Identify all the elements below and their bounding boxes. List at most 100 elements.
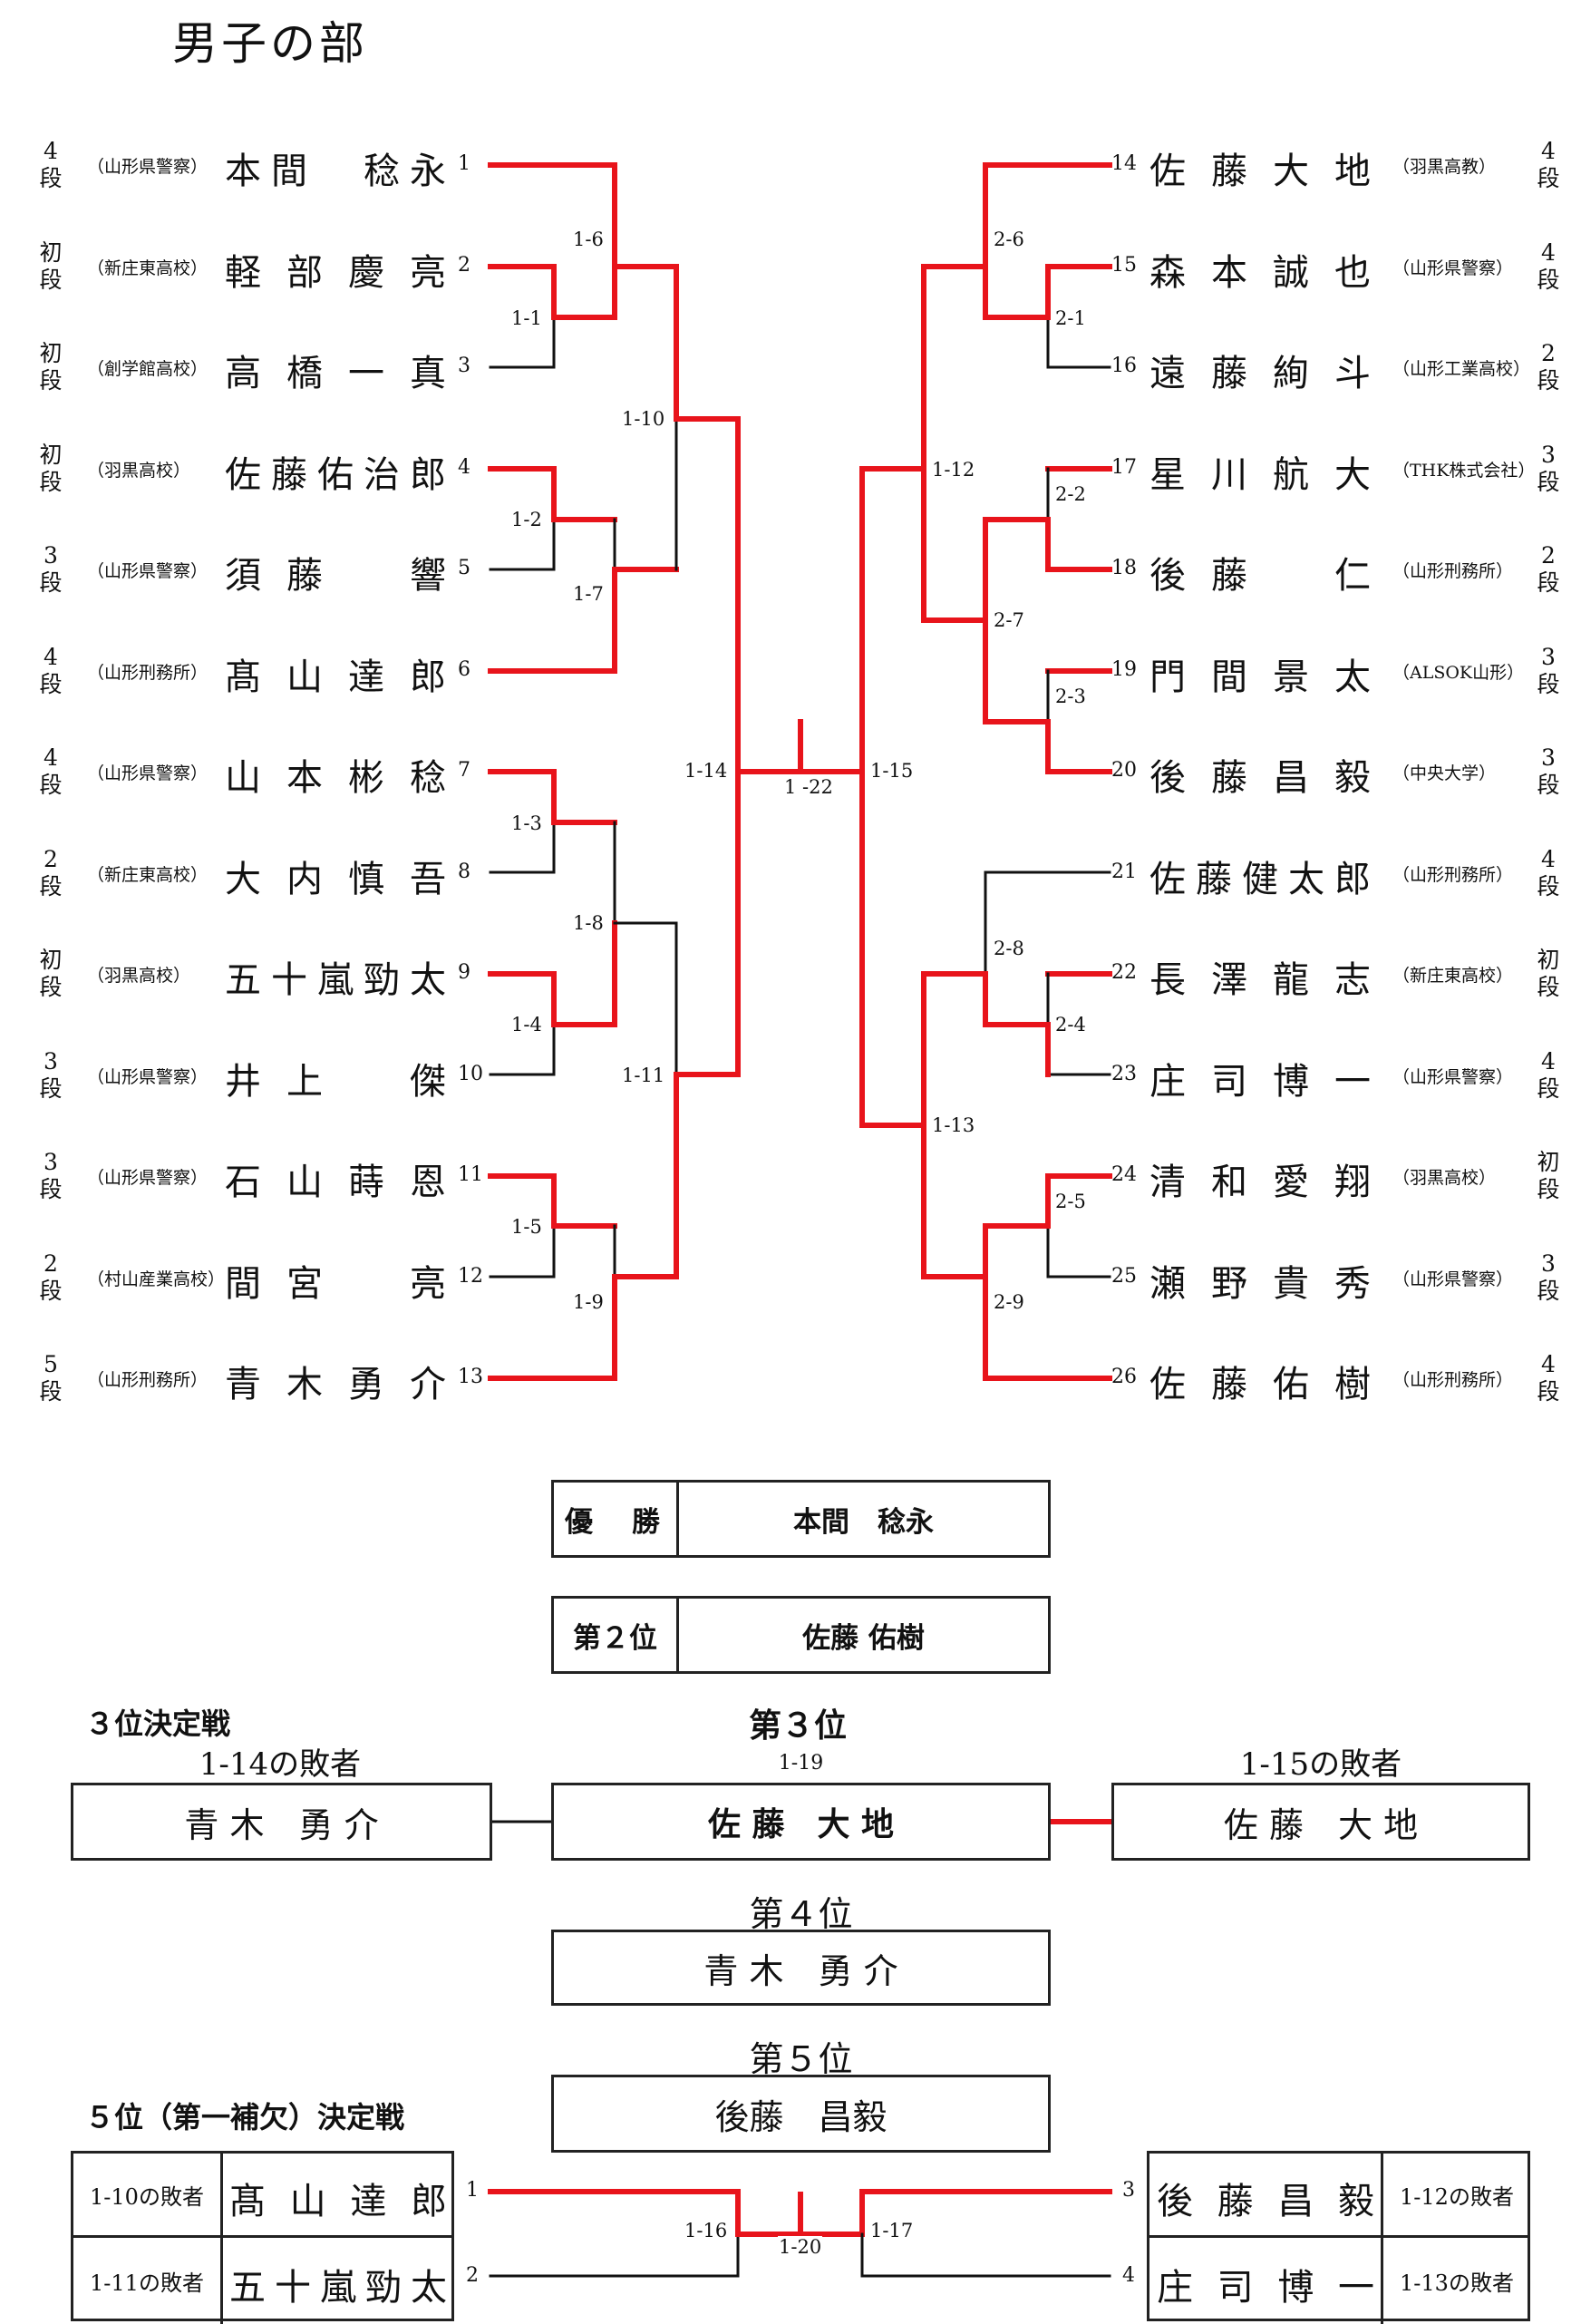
fourth-place-name: 青 木 勇 介 [703, 1950, 898, 1991]
match-label: 2-4 [1054, 1014, 1087, 1036]
champion-box: 優 勝 本間 稔永 [551, 1480, 1051, 1558]
seed-number: 7 [458, 759, 470, 782]
match-label: 1 -22 [783, 776, 834, 798]
seed-number: 17 [1111, 455, 1137, 479]
seed-number: 4 [458, 455, 470, 479]
seed-number: 6 [458, 657, 470, 681]
match-label: 1-20 [778, 2236, 823, 2258]
affiliation-label: （山形県警察） [87, 561, 209, 581]
player-name: 山本彬稔 [225, 757, 446, 799]
match-label: 1-11 [621, 1065, 666, 1086]
seed-number: 13 [458, 1366, 483, 1388]
fifth-place-box: 後藤 昌毅 [551, 2075, 1051, 2153]
third-place-title: 第３位 [749, 1707, 848, 1745]
player-name: 星川航大 [1149, 453, 1371, 496]
affiliation-label: （山形県警察） [1392, 1066, 1514, 1087]
fifth-seed: 3 [1122, 2179, 1135, 2202]
player-name: 五十嵐勁太 [225, 959, 446, 1001]
seed-number: 11 [458, 1163, 483, 1186]
match-label: 2-8 [993, 938, 1025, 959]
match-label: 1-16 [684, 2220, 729, 2241]
player-name: 瀬野貴秀 [1149, 1262, 1371, 1305]
seed-number: 8 [458, 860, 470, 883]
fifth-left-name: 五十嵐勁太 [229, 2267, 447, 2309]
match-label: 1-15 [869, 760, 915, 782]
affiliation-label: （羽黒高教） [1392, 157, 1497, 177]
seed-number: 22 [1111, 961, 1137, 984]
affiliation-label: （中央大学） [1392, 763, 1497, 783]
player-name: 軽部慶亮 [225, 251, 446, 294]
second-label: 第２位 [554, 1599, 679, 1671]
fifth-left-name: 髙山達郎 [229, 2181, 447, 2222]
fourth-place-title: 第４位 [749, 1894, 853, 1934]
fifth-seed: 2 [466, 2264, 479, 2287]
affiliation-label: （羽黒高校） [87, 460, 191, 481]
seed-number: 20 [1111, 759, 1137, 782]
seed-number: 16 [1111, 355, 1137, 377]
affiliation-label: （山形刑務所） [87, 662, 209, 683]
rank-label: 初段 [39, 441, 63, 495]
player-name: 井上 傑 [225, 1060, 446, 1103]
match-label: 2-5 [1054, 1191, 1087, 1212]
player-name: 石山蒔恩 [225, 1162, 446, 1203]
seed-number: 12 [458, 1264, 483, 1288]
player-name: 間宮 亮 [225, 1262, 446, 1305]
seed-number: 15 [1111, 253, 1137, 277]
fifth-left-caption: 1-11の敗者 [73, 2238, 223, 2324]
second-name: 佐藤 佑樹 [802, 1621, 925, 1655]
player-name: 本間 稔永 [225, 151, 446, 192]
affiliation-label: （山形県警察） [87, 763, 209, 783]
player-name: 須藤 響 [225, 555, 446, 597]
third-left-caption: 1-14の敗者 [199, 1746, 362, 1783]
player-name: 森本誠也 [1149, 251, 1371, 294]
seed-number: 2 [458, 253, 470, 277]
seed-number: 10 [458, 1062, 483, 1085]
rank-label: 初段 [39, 947, 63, 1000]
player-name: 清和愛翔 [1149, 1162, 1371, 1203]
seed-number: 14 [1111, 152, 1137, 175]
seed-number: 1 [458, 152, 470, 175]
third-left-box: 青 木 勇 介 [71, 1783, 492, 1861]
match-label: 1-4 [510, 1014, 543, 1036]
player-name: 門間景太 [1149, 656, 1371, 698]
champion-name: 本間 稔永 [793, 1505, 934, 1539]
affiliation-label: （ALSOK山形） [1392, 662, 1525, 683]
match-label: 2-7 [993, 609, 1025, 631]
player-name: 大内慎吾 [225, 858, 446, 900]
seed-number: 3 [458, 355, 470, 377]
fifth-place-title: 第５位 [749, 2039, 853, 2079]
seed-number: 23 [1111, 1062, 1137, 1085]
fifth-right-name: 後藤昌毅 [1157, 2181, 1374, 2222]
player-name: 遠藤絢斗 [1149, 353, 1371, 394]
affiliation-label: （山形県警察） [1392, 258, 1514, 278]
fifth-right-caption: 1-12の敗者 [1381, 2154, 1530, 2238]
affiliation-label: （山形工業高校） [1392, 359, 1531, 379]
player-name: 後藤 仁 [1149, 555, 1371, 597]
affiliation-label: （山形刑務所） [1392, 561, 1514, 581]
seed-number: 24 [1111, 1163, 1137, 1186]
third-right-name: 佐 藤 大 地 [1223, 1804, 1419, 1845]
third-left-name: 青 木 勇 介 [184, 1804, 379, 1845]
seed-number: 25 [1111, 1264, 1137, 1288]
match-label: 2-1 [1054, 307, 1087, 329]
player-name: 高橋一真 [225, 353, 446, 394]
affiliation-label: （山形県警察） [87, 157, 209, 177]
player-name: 佐藤佑治郎 [225, 453, 446, 496]
seed-number: 19 [1111, 657, 1137, 681]
affiliation-label: （山形県警察） [1392, 1269, 1514, 1289]
